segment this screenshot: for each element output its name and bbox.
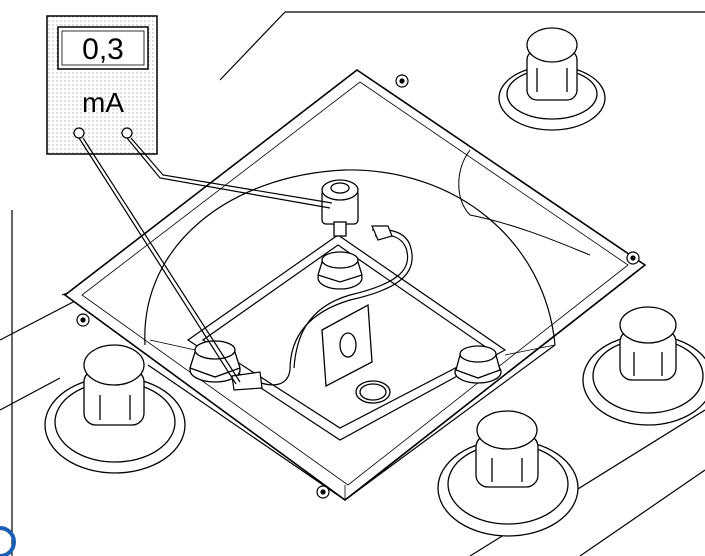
- foot-bottom: [437, 410, 579, 537]
- bolt-right: [454, 345, 502, 384]
- inner-frame: [186, 234, 507, 441]
- foot-top-right: [498, 27, 606, 131]
- washer: [355, 380, 391, 404]
- screw-bottom: [316, 485, 330, 499]
- probe-socket-left: [73, 127, 85, 139]
- foot-right: [582, 306, 705, 426]
- ground-terminal: [321, 179, 359, 237]
- meter-reading: 0,3: [82, 33, 124, 66]
- foot-left: [44, 344, 186, 474]
- probe-lead-right: [126, 137, 331, 209]
- page-marker: [0, 526, 16, 556]
- meter-display: [57, 26, 149, 70]
- meter-unit: mA: [82, 87, 124, 118]
- bolt-top: [317, 251, 363, 290]
- screw-right: [626, 251, 640, 265]
- screw-left: [76, 313, 90, 327]
- screw-top: [395, 74, 409, 88]
- center-plate: [321, 303, 373, 388]
- probe-socket-right: [121, 127, 133, 139]
- probe-lead-left: [78, 137, 237, 385]
- multimeter: 0,3 mA: [46, 15, 158, 155]
- ground-wire: [231, 225, 413, 391]
- plate-screws: [76, 74, 640, 499]
- probe-leads: [78, 137, 333, 385]
